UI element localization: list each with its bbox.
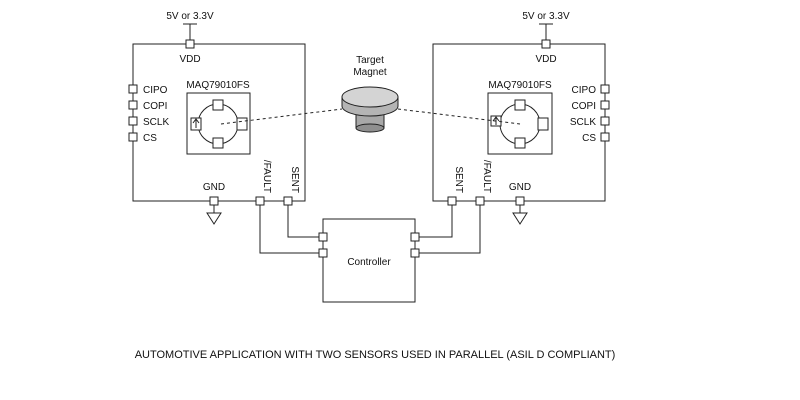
left-chip-label: MAQ79010FS [186,80,250,91]
controller-label: Controller [347,257,391,268]
right-supply-label: 5V or 3.3V [522,11,570,22]
left-cs-label: CS [143,133,157,144]
right-chip-label: MAQ79010FS [488,80,552,91]
controller-right-fault-pin [410,248,420,258]
left-sent-label: SENT [289,166,300,193]
right-chip-arrow-head [492,116,500,122]
right-sent-label: SENT [453,166,464,193]
right-fault-label: /FAULT [481,160,492,193]
right-sent-pin [447,196,457,206]
right-gnd-pin [515,196,525,206]
left-copi-label: COPI [143,101,167,112]
left-chip-arrow-head [192,118,200,124]
left-sent-wire [287,205,319,238]
left-fault-pin [255,196,265,206]
left-sclk-label: SCLK [143,117,169,128]
left-sensor [128,23,306,225]
left-fault-label: /FAULT [261,160,272,193]
left-chip-element-right [236,117,248,131]
left-vdd-pin [185,39,195,49]
left-cs-pin [128,132,138,142]
left-chip [186,92,251,155]
right-sclk-label: SCLK [570,117,596,128]
left-chip-element-top [212,99,224,111]
left-cipo-pin [128,84,138,94]
right-cs-label: CS [582,133,596,144]
right-vdd-label: VDD [535,54,556,65]
right-copi-label: COPI [572,101,596,112]
right-vdd-pin [541,39,551,49]
right-chip-element-bottom [514,137,526,149]
controller-left-sent-pin [318,232,328,242]
left-copi-pin [128,100,138,110]
right-fault-wire [419,205,481,254]
magnet-shaft-end [355,123,385,133]
right-sclk-pin [600,116,610,126]
right-fault-pin [475,196,485,206]
right-chip [487,92,553,155]
controller-right-sent-pin [410,232,420,242]
left-vdd-label: VDD [179,54,200,65]
controller-left-fault-pin [318,248,328,258]
controller-box [322,218,416,303]
controller-wiring [259,205,481,303]
right-chip-element-top [514,99,526,111]
left-sent-pin [283,196,293,206]
right-ground-symbol [512,212,528,225]
magnet-label-line2: Magnet [353,67,387,78]
target-magnet [341,86,399,133]
magnet-label-line1: Target [356,55,384,66]
left-fault-wire [259,205,319,254]
right-cs-pin [600,132,610,142]
left-ground-symbol [206,212,222,225]
right-copi-pin [600,100,610,110]
diagram-caption: AUTOMOTIVE APPLICATION WITH TWO SENSORS … [135,349,616,361]
left-sclk-pin [128,116,138,126]
left-gnd-pin [209,196,219,206]
left-cipo-label: CIPO [143,85,168,96]
right-cipo-label: CIPO [572,85,597,96]
right-gnd-label: GND [509,182,531,193]
right-chip-element-right [537,117,549,131]
right-sent-wire [419,205,453,238]
right-cipo-pin [600,84,610,94]
right-field-line [397,108,521,125]
left-field-line [220,108,343,125]
left-supply-label: 5V or 3.3V [166,11,214,22]
magnet-top [341,86,399,108]
left-gnd-label: GND [203,182,225,193]
field-lines [220,108,521,125]
left-chip-element-bottom [212,137,224,149]
